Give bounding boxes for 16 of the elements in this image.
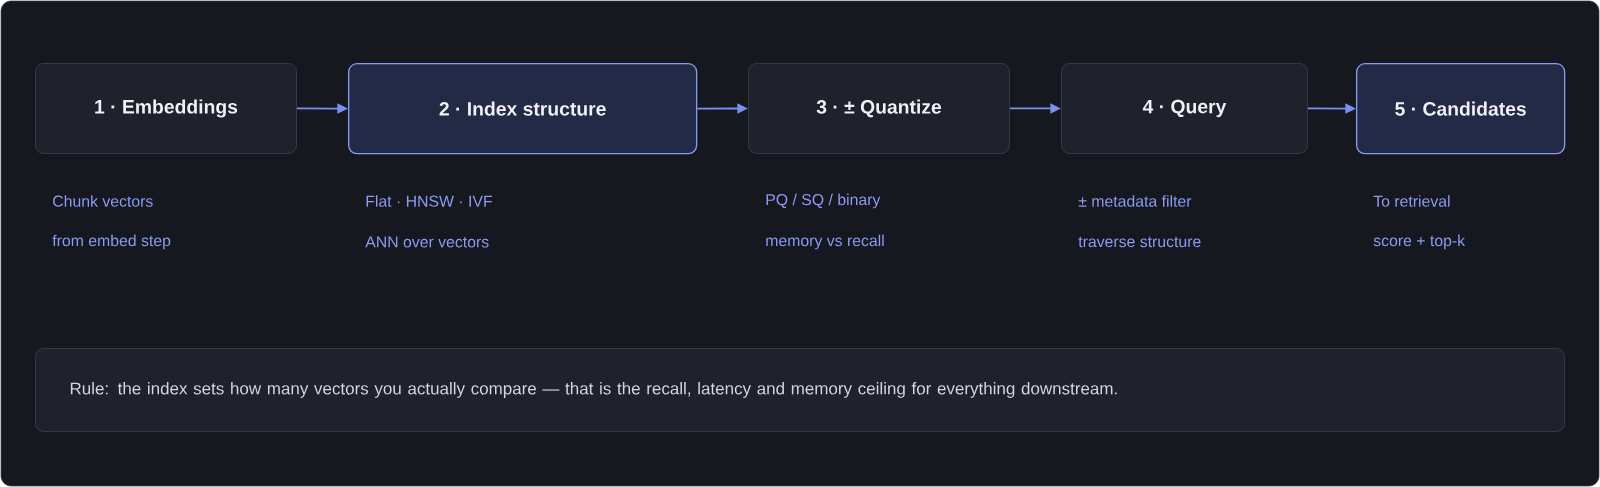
- process-box: 3 · ± Quantize: [748, 63, 1010, 154]
- step-note: To retrieval: [1373, 195, 1450, 207]
- process-box: 5 · Candidates: [1356, 63, 1566, 155]
- step-note: traverse structure: [1078, 236, 1201, 248]
- note-box: Rule: the index sets how many vectors you actually compare — that is the recall, latency and memory ceiling for everything downstream.: [35, 348, 1565, 432]
- process-box: 2 · Index structure: [348, 63, 698, 155]
- process-box: 1 · Embeddings: [35, 63, 297, 154]
- step-note: memory vs recall: [766, 234, 884, 250]
- step-note: ± metadata filter: [1078, 195, 1192, 207]
- step-note: score + top-k: [1373, 234, 1466, 250]
- step-note: Flat · HNSW · IVF: [366, 195, 492, 207]
- step-note: PQ / SQ / binary: [766, 193, 881, 209]
- process-box: 4 · Query: [1061, 63, 1308, 154]
- step-note: from embed step: [52, 234, 171, 250]
- step-note: ANN over vectors: [365, 236, 489, 248]
- step-note: Chunk vectors: [53, 195, 153, 207]
